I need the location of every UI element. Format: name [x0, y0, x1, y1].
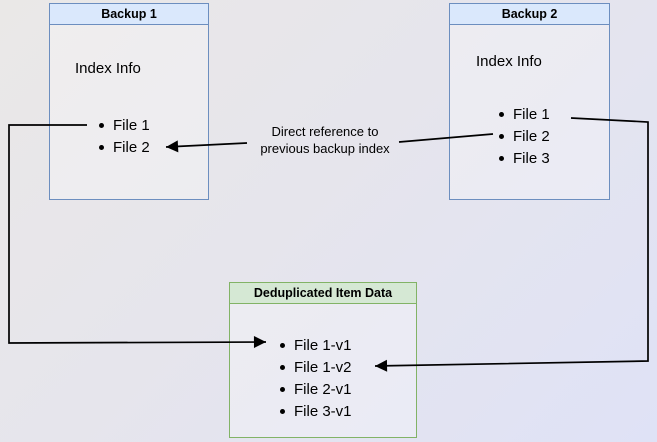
- list-item: File 2-v1: [280, 379, 352, 401]
- dedup-file-list: File 1-v1 File 1-v2 File 2-v1 File 3-v1: [280, 335, 352, 423]
- backup2-file-list: File 1 File 2 File 3: [499, 104, 550, 170]
- direct-reference-label-line1: Direct reference to: [271, 124, 379, 139]
- list-item: File 1-v2: [280, 357, 352, 379]
- backup2-box: Backup 2 Index Info File 1 File 2 File 3: [449, 3, 610, 200]
- list-item: File 3: [499, 148, 550, 170]
- deduplicated-item-data-box: Deduplicated Item Data File 1-v1 File 1-…: [229, 282, 417, 438]
- direct-reference-label-line2: previous backup index: [260, 141, 390, 156]
- backup1-title: Backup 1: [50, 4, 208, 25]
- list-item: File 1: [99, 115, 150, 137]
- backup1-file-list: File 1 File 2: [99, 115, 150, 159]
- backup1-index-info-label: Index Info: [75, 60, 141, 77]
- list-item: File 1: [499, 104, 550, 126]
- backup2-index-info-label: Index Info: [476, 53, 542, 70]
- backup2-title: Backup 2: [450, 4, 609, 25]
- backup1-box: Backup 1 Index Info File 1 File 2: [49, 3, 209, 200]
- list-item: File 1-v1: [280, 335, 352, 357]
- list-item: File 2: [499, 126, 550, 148]
- dedup-title: Deduplicated Item Data: [230, 283, 416, 304]
- direct-reference-label: Direct reference to previous backup inde…: [240, 123, 410, 157]
- list-item: File 3-v1: [280, 401, 352, 423]
- list-item: File 2: [99, 137, 150, 159]
